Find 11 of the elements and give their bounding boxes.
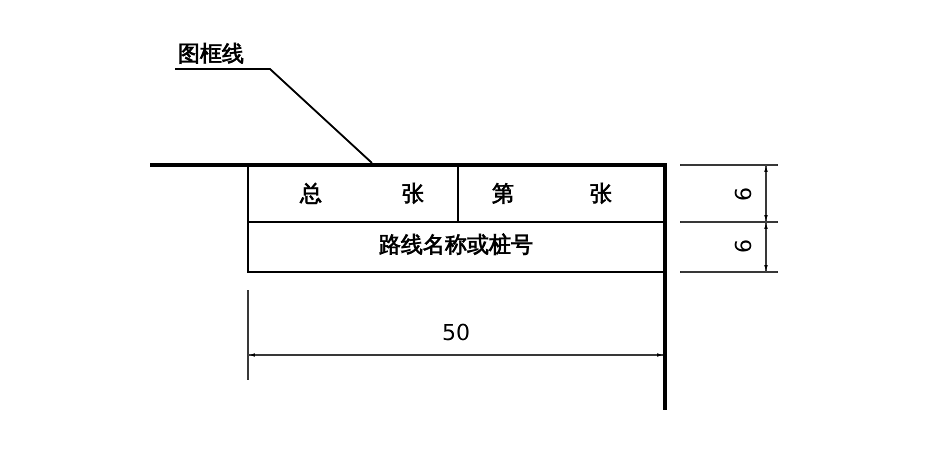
table-cell-text: 张: [402, 184, 424, 206]
table-cell-text: 第: [492, 184, 514, 206]
table-cell-text: 路线名称或桩号: [379, 235, 533, 257]
leader-line: [175, 68, 373, 164]
dimension-value: 6: [734, 239, 756, 253]
dimension-value: 50: [442, 323, 470, 345]
dimension-value: 6: [734, 187, 756, 201]
table-cell-text: 总: [300, 184, 322, 206]
callout-text: 图框线: [178, 44, 244, 66]
table-cell-text: 张: [590, 184, 612, 206]
frame-line: [150, 163, 667, 410]
